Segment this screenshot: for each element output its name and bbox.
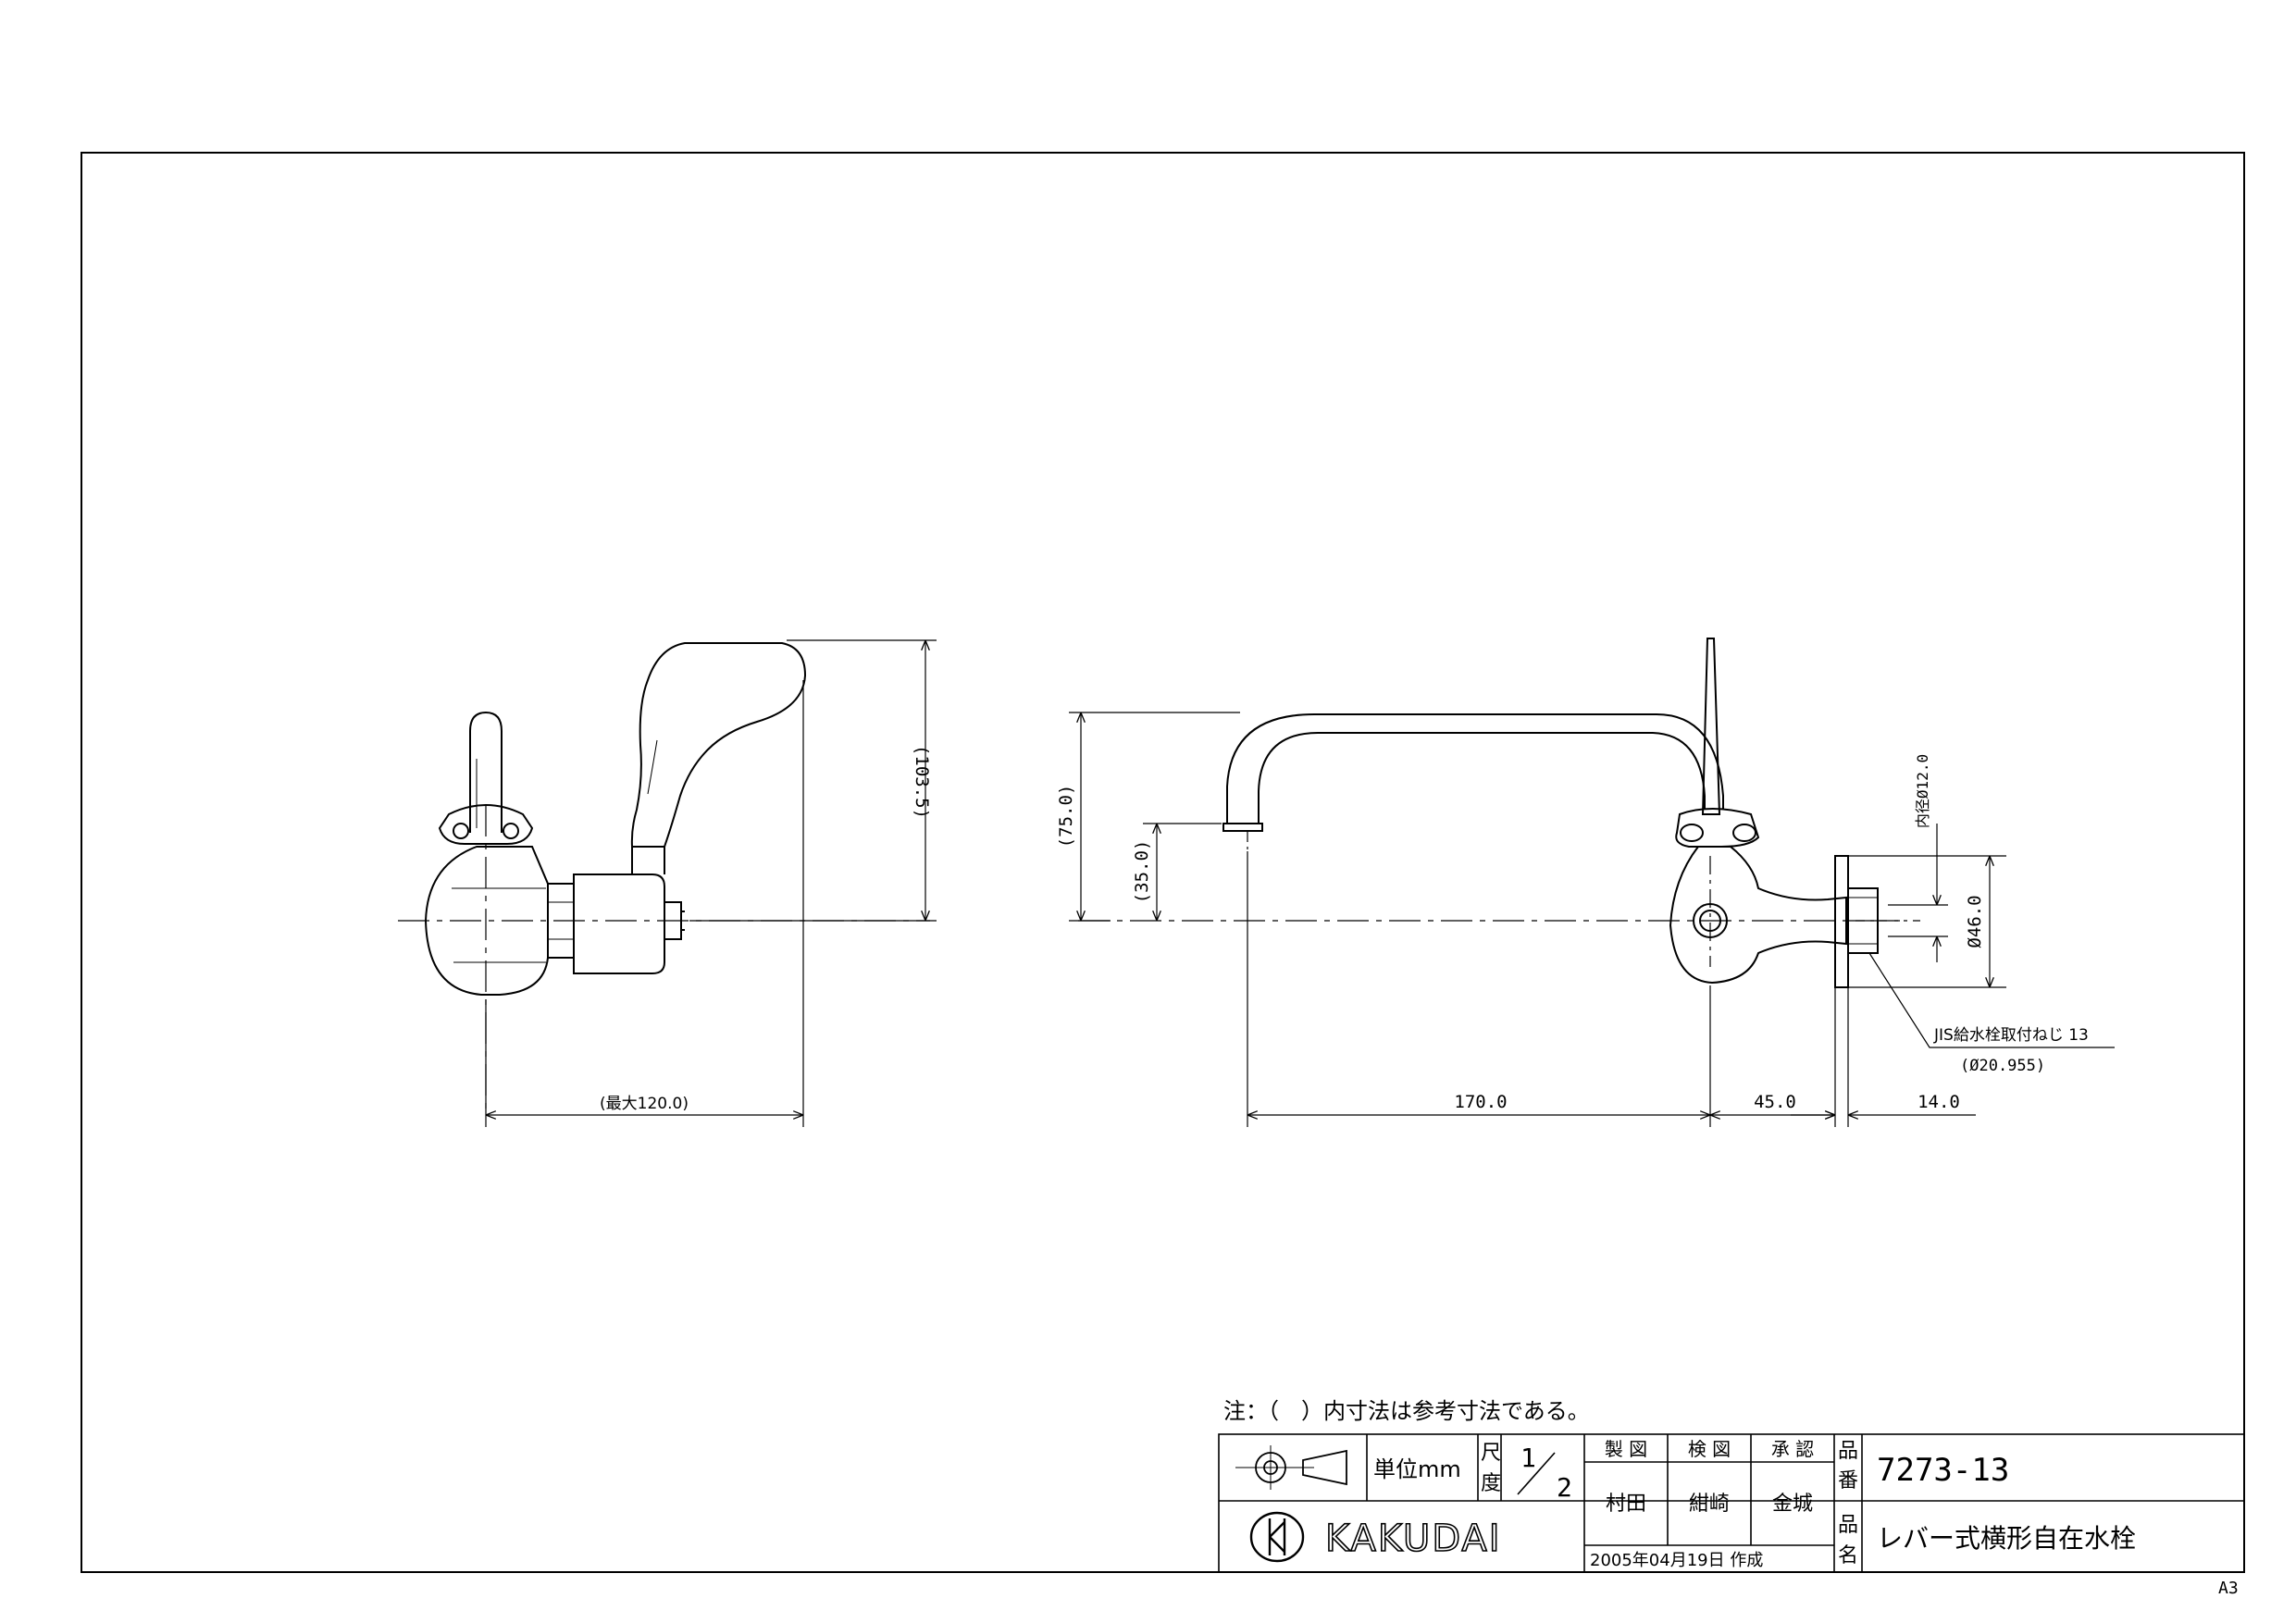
dim-outlet-height-label: (35.0)	[1132, 840, 1152, 904]
thread-sub-label: (Ø20.955)	[1960, 1057, 2045, 1075]
dim-spout-height-label: (75.0)	[1056, 785, 1076, 849]
projection-symbol-icon	[1235, 1445, 1347, 1490]
scale-label-bottom: 度	[1481, 1472, 1501, 1495]
dim-flange-label: 14.0	[1917, 1092, 1960, 1112]
checked-by: 紺崎	[1689, 1493, 1730, 1516]
spout-outlet	[1222, 823, 1263, 832]
name-label-top: 品	[1838, 1514, 1858, 1537]
left-lever	[630, 642, 807, 848]
title-block	[1218, 1433, 2245, 1573]
approved-label: 承 認	[1771, 1438, 1814, 1460]
scale-denominator: 2	[1557, 1472, 1572, 1503]
dim-outer-diameter-label: Ø46.0	[1965, 895, 1985, 948]
left-knob	[469, 711, 503, 833]
approved-by: 金城	[1772, 1493, 1813, 1516]
made-label: 製 図	[1605, 1438, 1647, 1460]
brand-name: KAKUDAI	[1325, 1518, 1502, 1560]
left-body	[424, 846, 549, 996]
scale-numerator: 1	[1520, 1443, 1536, 1473]
kakudai-logo-icon	[1249, 1511, 1305, 1563]
dim-height-label: (103.5)	[912, 745, 932, 819]
drawing-border	[81, 152, 2245, 1573]
product-name: レバー式横形自在水栓	[1877, 1523, 2136, 1554]
drawing-date: 2005年04月19日 作成	[1590, 1551, 1763, 1570]
left-dimensions	[485, 639, 937, 1127]
reference-note: 注：（ ）内寸法は参考寸法である。	[1223, 1398, 1590, 1424]
thread-label: JIS給水栓取付ねじ 13	[1933, 1026, 2089, 1045]
sheet-size-label: A3	[2218, 1579, 2239, 1598]
spout-pipe	[1226, 713, 1724, 824]
left-side-view	[398, 642, 930, 1115]
name-label-bottom: 名	[1838, 1544, 1858, 1567]
part-number: 7273-13	[1877, 1452, 2009, 1489]
right-front-view	[1078, 638, 1920, 988]
right-thread	[1847, 887, 1879, 954]
thread-leader	[1868, 952, 2115, 1048]
left-collar	[438, 804, 534, 845]
right-dimensions	[1069, 712, 2115, 1127]
right-collar	[1675, 808, 1760, 848]
part-no-label-bottom: 番	[1838, 1469, 1858, 1493]
dim-inner-diameter-label: 内径Ø12.0	[1914, 754, 1931, 828]
part-no-label-top: 品	[1838, 1440, 1858, 1463]
dim-width-label: (最大120.0)	[600, 1095, 689, 1113]
left-lever-stem	[631, 846, 665, 874]
made-by: 村田	[1606, 1493, 1646, 1516]
scale-slash	[1517, 1452, 1556, 1495]
left-connector	[573, 873, 665, 974]
unit-label: 単位mm	[1373, 1456, 1461, 1482]
right-body-boss	[1693, 903, 1728, 938]
right-body	[1669, 846, 1847, 985]
checked-label: 検 図	[1688, 1438, 1731, 1460]
right-lever	[1701, 638, 1721, 815]
dim-body-label: 45.0	[1754, 1092, 1796, 1112]
scale-label-top: 尺	[1481, 1442, 1501, 1465]
dim-spout-length-label: 170.0	[1454, 1092, 1507, 1112]
